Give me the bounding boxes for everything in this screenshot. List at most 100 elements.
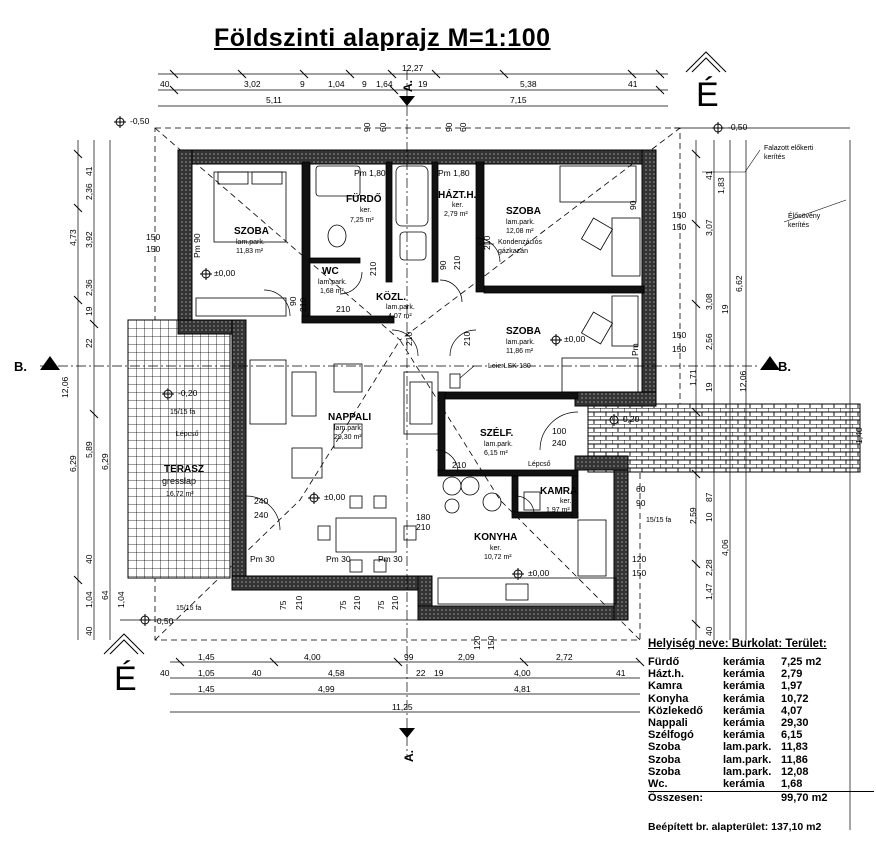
dim-bot-r2-5: 19 <box>434 668 444 678</box>
label-steps-entry: Lépcső <box>528 461 551 468</box>
dim-right-8: 19 <box>704 382 714 392</box>
area-room: Szoba <box>648 753 681 766</box>
room-area-konyha: 10,72 m² <box>484 554 512 561</box>
leader-lines <box>459 149 847 379</box>
room-area-wc: 1,68 m² <box>320 288 344 295</box>
door-label-24: 75 <box>376 600 386 610</box>
room-labels: SZOBA lam.park. 11,83 m² FÜRDŐ ker. 7,25… <box>162 188 577 561</box>
door-label-3: 60 <box>458 122 468 132</box>
room-area-terasz: 16,72 m² <box>166 491 194 498</box>
dim-bot-r1-3: 2,09 <box>458 652 475 662</box>
section-arrow-b-left <box>40 356 60 370</box>
dim-right-open-2: 150 <box>672 330 686 340</box>
door-label-6: 210 <box>298 298 308 312</box>
dim-left-1: 2,36 <box>84 183 94 200</box>
dim-bot-r2-4: 22 <box>416 668 426 678</box>
entry-paving <box>587 403 861 473</box>
label-fence-hedge: Élősövény kerítés <box>788 211 822 229</box>
room-name-konyha: KONYHA <box>474 532 517 543</box>
window-label-4: Pm 30 <box>326 554 351 564</box>
area-finish: kerámia <box>723 656 765 668</box>
label-fence-brick-2: kerítés <box>764 154 786 161</box>
door-label-0: 90 <box>362 122 372 132</box>
room-area-hazt: 2,79 m² <box>444 211 468 218</box>
door-label-8: 90 <box>438 260 448 270</box>
door-label-28: 90 <box>628 200 638 210</box>
dim-top-r1-7: 5,38 <box>520 79 537 89</box>
dim-bot-r3-1: 4,99 <box>318 684 335 694</box>
area-total-value: 99,70 m2 <box>781 792 828 805</box>
door-label-10: 210 <box>482 236 492 250</box>
dim-top-overall: 12,27 <box>402 63 424 73</box>
area-value: 7,25 m2 <box>781 656 822 668</box>
dim-bot-r1-4: 2,72 <box>556 652 573 662</box>
section-mark-b-right: B. <box>778 359 791 374</box>
label-step-wood-3: 15/15 fa <box>646 517 671 524</box>
section-mark-a-top: A. <box>401 80 415 92</box>
dim-top-r1-3: 1,04 <box>328 79 345 89</box>
room-finish-szoba-1: lam.park. <box>236 239 265 246</box>
dim-left-open-1: 150 <box>146 244 160 254</box>
area-value: 11,86 <box>781 753 808 766</box>
room-finish-szoba-2: lam.park. <box>506 219 535 226</box>
section-mark-a-bottom: A. <box>402 750 416 762</box>
dim-right-13: 10 <box>704 512 714 522</box>
area-total-row: Összesen:99,70 m2 <box>648 791 874 805</box>
label-step-wood-1: 15/15 fa <box>170 409 195 416</box>
label-fence-brick: Falazott előkerti kerítés <box>764 145 815 161</box>
dim-bot-overall: 11,25 <box>392 702 413 712</box>
room-finish-nappali: lam.park. <box>334 425 363 432</box>
area-finish: kerámia <box>723 716 765 729</box>
door-label-20: 75 <box>278 600 288 610</box>
door-label-12: 210 <box>462 332 472 346</box>
dim-left-5: 19 <box>84 306 94 316</box>
dim-right-7: 1,71 <box>688 369 698 386</box>
door-label-7: 210 <box>336 304 350 314</box>
dim-right-6: 2,56 <box>704 333 714 350</box>
north-mark-bottom: É <box>114 660 137 698</box>
section-arrow-b-right <box>760 356 780 370</box>
dim-bot-r1-2: 99 <box>404 652 414 662</box>
area-value: 1,68 <box>781 777 803 790</box>
level-labels: -0,50 -0,50 -0,50 ±0,00 ±0,00 ±0,00 ±0,0… <box>130 116 748 626</box>
dim-left-0: 41 <box>84 166 94 176</box>
door-label-19: 210 <box>416 522 430 532</box>
window-label-2: Pm 90 <box>192 233 202 258</box>
dim-bot-r3-0: 1,45 <box>198 684 215 694</box>
dim-right-15: 2,28 <box>704 559 714 576</box>
dim-right-5: 19 <box>720 304 730 314</box>
area-room: Házt.h. <box>648 668 685 681</box>
window-label-3: Pm 30 <box>250 554 275 564</box>
dim-left-10: 6,29 <box>100 453 110 470</box>
dim-bot-r1-0: 1,45 <box>198 652 215 662</box>
door-label-5: 90 <box>288 296 298 306</box>
dim-right-2: 3,07 <box>704 219 714 236</box>
room-area-szoba-2: 12,08 m² <box>506 228 534 235</box>
area-table-header: Helyiség neve: Burkolat: Terület: <box>648 638 827 650</box>
door-label-16: 240 <box>254 496 268 506</box>
dim-right-12: 87 <box>704 492 714 502</box>
dim-right-4: 3,08 <box>704 293 714 310</box>
label-fence-hedge-2: kerítés <box>788 222 810 229</box>
room-area-szoba-1: 11,83 m² <box>236 248 264 255</box>
room-name-szoba-3: SZOBA <box>506 326 541 337</box>
room-finish-terasz: gresslap <box>162 476 196 486</box>
area-room: Szoba <box>648 741 681 754</box>
area-room: Kamra <box>648 680 683 693</box>
door-label-25: 210 <box>390 596 400 610</box>
area-room: Nappali <box>648 716 688 729</box>
dim-left-2: 4,73 <box>68 229 78 246</box>
area-finish: kerámia <box>723 704 765 717</box>
door-label-11: 210 <box>404 332 414 346</box>
room-name-kamra: KAMRA <box>540 486 577 497</box>
area-finish: lam.park. <box>723 753 772 766</box>
window-label-5: Pm 30 <box>378 554 403 564</box>
terrace-tiling <box>127 319 231 579</box>
dim-left-open-0: 150 <box>146 232 160 242</box>
